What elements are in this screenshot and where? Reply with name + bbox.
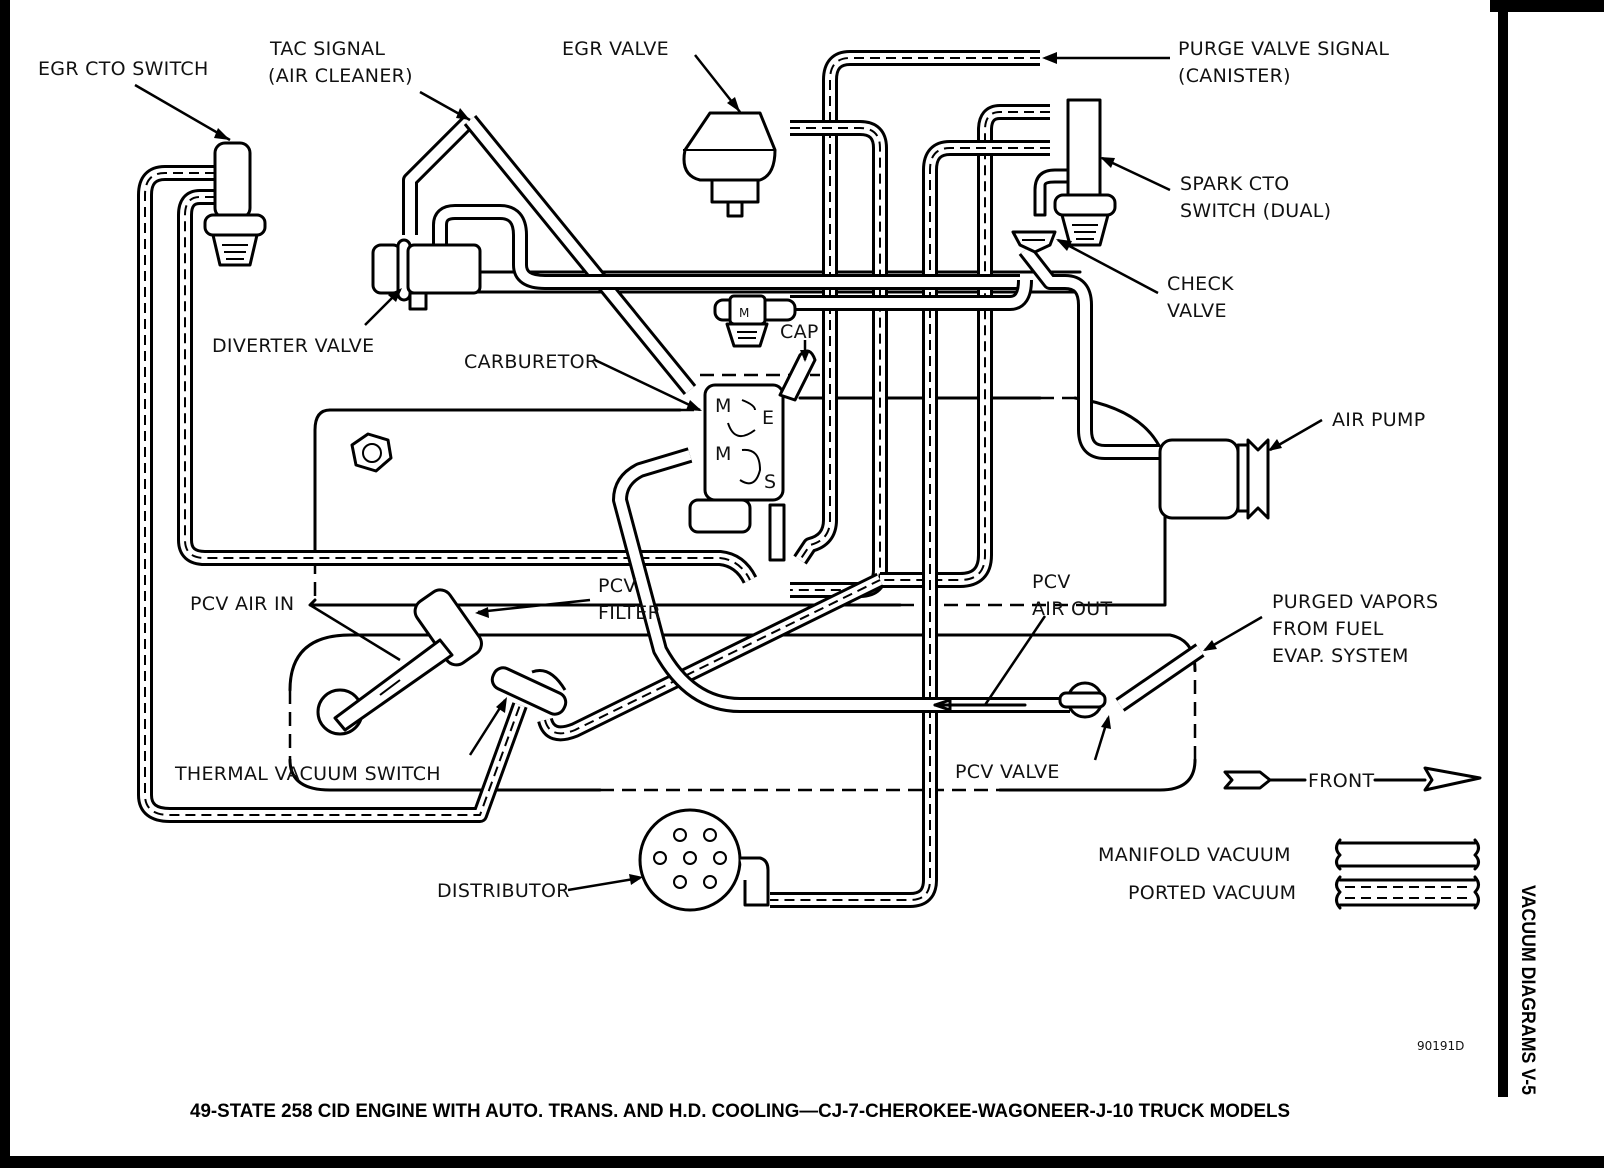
air-pump[interactable] xyxy=(1158,438,1270,520)
legend-label-manifold: MANIFOLD VACUUM xyxy=(1098,844,1291,866)
carb-port-m1: M xyxy=(715,395,732,417)
label-pcv-filter-1: PCV xyxy=(598,575,637,597)
label-carburetor: CARBURETOR xyxy=(464,351,598,373)
pcv-valve[interactable] xyxy=(1058,681,1107,719)
label-pcv-valve: PCV VALVE xyxy=(955,761,1060,783)
label-pcv-air-out-1: PCV xyxy=(1032,571,1071,593)
carburetor[interactable]: M E M S xyxy=(688,349,817,562)
scan-border-left xyxy=(0,0,10,1168)
cap xyxy=(778,349,817,402)
carb-port-m2: M xyxy=(715,443,732,465)
label-pcv-air-out-2: AIR OUT xyxy=(1032,598,1113,620)
label-egr-cto-switch: EGR CTO SWITCH xyxy=(38,58,209,80)
solenoid-label: M xyxy=(739,306,749,320)
pcv-air-in-tube xyxy=(316,638,454,736)
label-spark-cto-2: SWITCH (DUAL) xyxy=(1180,200,1331,222)
spark-cto-switch[interactable] xyxy=(1033,98,1117,247)
label-cap: CAP xyxy=(780,321,819,343)
label-purged-vapors-1: PURGED VAPORS xyxy=(1272,591,1438,613)
distributor[interactable] xyxy=(638,808,770,912)
scan-border-top xyxy=(1490,0,1604,12)
thermal-vacuum-switch[interactable] xyxy=(489,665,569,718)
carb-port-s: S xyxy=(764,471,776,493)
label-pcv-filter-2: FILTER xyxy=(598,602,661,624)
label-purge-valve-2: (CANISTER) xyxy=(1178,65,1291,87)
label-distributor: DISTRIBUTOR xyxy=(437,880,570,902)
diverter-valve[interactable] xyxy=(371,238,482,311)
label-purged-vapors-2: FROM FUEL xyxy=(1272,618,1384,640)
label-air-pump: AIR PUMP xyxy=(1332,409,1425,431)
manifold-hoses xyxy=(402,114,1205,713)
egr-cto-switch[interactable] xyxy=(203,141,267,267)
page-edge-rule xyxy=(1498,12,1508,1097)
legend-swatch-manifold-vacuum xyxy=(1335,838,1480,871)
legend: MANIFOLD VACUUM PORTED VACUUM xyxy=(1098,838,1480,910)
section-tab: VACUUM DIAGRAMS V-5 xyxy=(1517,885,1538,1095)
label-tac-signal-1: TAC SIGNAL xyxy=(269,38,385,60)
diagram-title: 49-STATE 258 CID ENGINE WITH AUTO. TRANS… xyxy=(190,1101,1290,1122)
ported-vacuum-hoses xyxy=(137,50,1050,908)
solenoid[interactable]: M xyxy=(713,294,797,348)
component-labels: EGR CTO SWITCH TAC SIGNAL (AIR CLEANER) … xyxy=(38,38,1438,902)
label-diverter-valve: DIVERTER VALVE xyxy=(212,335,374,357)
legend-label-ported: PORTED VACUUM xyxy=(1128,882,1296,904)
check-valve[interactable] xyxy=(1011,230,1057,254)
carb-port-e: E xyxy=(762,407,774,429)
label-spark-cto-1: SPARK CTO xyxy=(1180,173,1290,195)
label-thermal-vacuum-switch: THERMAL VACUUM SWITCH xyxy=(174,763,441,785)
scan-border-bottom xyxy=(0,1156,1604,1168)
label-purged-vapors-3: EVAP. SYSTEM xyxy=(1272,645,1409,667)
bolt-head xyxy=(350,432,393,473)
pcv-filter[interactable] xyxy=(410,585,486,669)
leader-arrows xyxy=(134,52,1323,892)
label-check-valve-1: CHECK xyxy=(1167,273,1234,295)
figure-id: 90191D xyxy=(1417,1039,1464,1053)
egr-valve[interactable] xyxy=(682,111,777,218)
label-egr-valve: EGR VALVE xyxy=(562,38,669,60)
label-front: FRONT xyxy=(1308,770,1374,792)
label-tac-signal-2: (AIR CLEANER) xyxy=(268,65,413,87)
legend-swatch-ported-vacuum xyxy=(1335,875,1480,910)
label-check-valve-2: VALVE xyxy=(1167,300,1227,322)
front-direction-indicator: FRONT xyxy=(1223,766,1482,792)
label-pcv-air-in: PCV AIR IN xyxy=(190,593,294,615)
label-purge-valve-1: PURGE VALVE SIGNAL xyxy=(1178,38,1389,60)
pcv-air-out-arrowhead xyxy=(933,698,952,712)
